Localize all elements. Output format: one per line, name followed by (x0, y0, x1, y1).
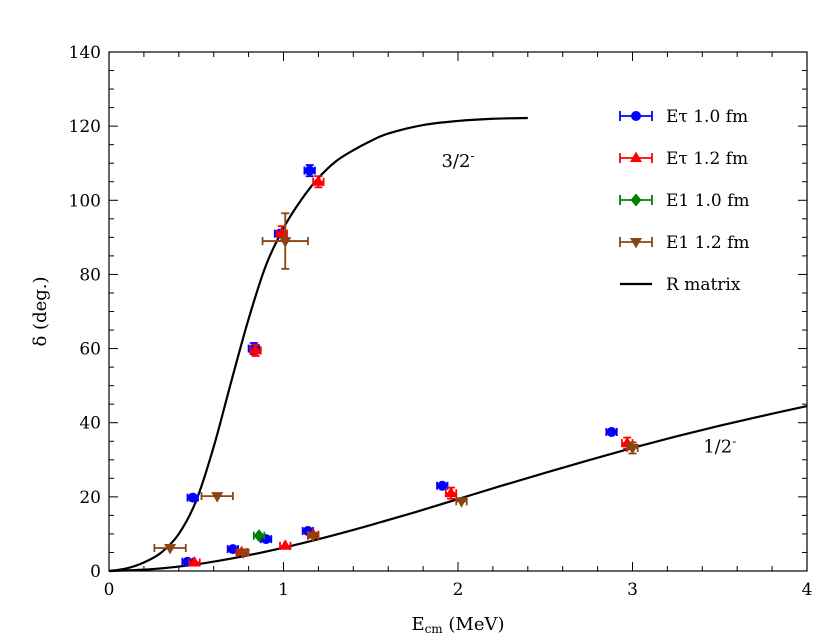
annotation-text: 1/2 (703, 436, 732, 457)
x-tick-label: 2 (453, 580, 464, 600)
point-marker (211, 492, 224, 503)
y-tick-label: 100 (69, 191, 101, 211)
legend-marker (630, 238, 642, 249)
y-tick-label: 0 (90, 562, 101, 582)
data-point (626, 441, 639, 455)
data-point (307, 531, 320, 543)
legend-item: Eτ 1.0 fm (619, 107, 748, 127)
point-marker (227, 544, 238, 555)
point-marker (455, 497, 468, 508)
legend: Eτ 1.0 fm Eτ 1.2 fm E1 1.0 fm E1 1.2 fm R ma… (619, 107, 749, 295)
y-tick-label: 140 (69, 43, 101, 63)
point-marker (606, 426, 617, 437)
x-tick-label: 1 (278, 580, 289, 600)
point-marker (437, 480, 448, 491)
x-axis-label-sub: cm (425, 622, 444, 636)
data-point (261, 212, 309, 270)
point-marker (307, 531, 320, 543)
x-tick-label: 0 (104, 580, 115, 600)
x-axis-label-main: E (411, 614, 424, 635)
data-point (444, 486, 458, 500)
data-point (226, 544, 240, 555)
point-marker (188, 555, 201, 567)
data-point (200, 492, 234, 503)
point-marker (626, 443, 639, 455)
legend-label: R matrix (666, 275, 741, 295)
y-tick-label: 80 (79, 265, 101, 285)
axis-labels: Ecm (MeV) δ (deg.) (30, 276, 505, 636)
y-axis-label: δ (deg.) (30, 276, 51, 346)
data-point (605, 426, 618, 437)
point-marker (253, 529, 265, 543)
legend-item: R matrix (620, 275, 741, 295)
curve-annotations: 3/2-1/2- (441, 149, 736, 457)
y-tick-label: 20 (79, 488, 101, 508)
curve-annotation: 1/2- (703, 434, 736, 457)
data-point (186, 492, 199, 503)
y-tick-label: 120 (69, 117, 101, 137)
y-tick-label: 60 (79, 340, 101, 360)
annotation-text: 3/2 (441, 151, 470, 172)
data-point (252, 529, 266, 543)
curve-annotation: 3/2- (441, 149, 474, 172)
point-marker (312, 175, 325, 186)
r-matrix-curves (108, 116, 808, 573)
point-marker (304, 165, 315, 176)
annotation-sup: - (732, 434, 736, 448)
legend-label: E1 1.2 fm (666, 233, 749, 253)
point-marker (279, 237, 292, 248)
point-marker (237, 548, 250, 559)
data-point (455, 497, 468, 508)
data-points (153, 164, 639, 567)
x-tick-label: 3 (627, 580, 638, 600)
y-tick-label: 40 (79, 414, 101, 434)
data-point (312, 175, 325, 189)
data-point (153, 544, 187, 555)
data-point (237, 548, 250, 559)
legend-item: Eτ 1.2 fm (619, 149, 748, 169)
point-marker (279, 539, 292, 550)
legend-label: Eτ 1.2 fm (666, 149, 748, 169)
data-point (303, 164, 316, 178)
legend-item: E1 1.0 fm (619, 191, 749, 211)
legend-marker (631, 111, 641, 121)
point-marker (249, 343, 262, 355)
data-point (188, 555, 201, 567)
legend-marker (630, 151, 642, 162)
annotation-sup: - (470, 149, 474, 163)
data-point (436, 480, 449, 491)
data-point (279, 539, 292, 550)
legend-marker (630, 193, 642, 207)
data-point (249, 343, 262, 357)
x-axis-label-unit: (MeV) (443, 614, 505, 635)
point-marker (445, 486, 458, 498)
x-axis-label: Ecm (MeV) (411, 614, 504, 636)
point-marker (187, 492, 198, 503)
point-marker (164, 544, 177, 555)
x-tick-label: 4 (802, 580, 813, 600)
legend-item: E1 1.2 fm (619, 233, 749, 253)
r-matrix-curve-1 (108, 404, 808, 573)
legend-label: E1 1.0 fm (666, 191, 749, 211)
legend-label: Eτ 1.0 fm (666, 107, 748, 127)
